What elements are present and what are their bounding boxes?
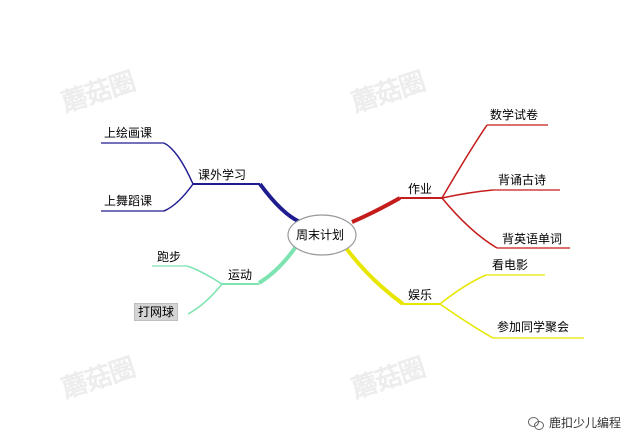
leaf-math: 数学试卷 (490, 108, 539, 122)
leaf-party: 参加同学聚会 (497, 320, 570, 334)
center-label: 周末计划 (296, 228, 345, 242)
leaf-english: 背英语单词 (502, 232, 563, 246)
wechat-icon (527, 416, 544, 430)
footer-brand: 鹿扣少儿编程 (527, 414, 621, 431)
connector-extracurricular-painting (163, 142, 194, 185)
connector-fun-party (439, 303, 494, 339)
connector-homework-math (441, 124, 488, 199)
branch-homework (351, 124, 570, 249)
connector-homework-center (351, 196, 401, 224)
connector-fun-center (344, 246, 405, 306)
branch-label-fun: 娱乐 (408, 288, 433, 302)
footer-text: 鹿扣少儿编程 (548, 416, 621, 430)
leaf-poem: 背诵古诗 (498, 173, 547, 187)
branch-label-sport: 运动 (228, 268, 253, 282)
connector-homework-poem (441, 189, 494, 199)
center-node (287, 214, 357, 256)
branch-fun (344, 246, 584, 339)
connector-extracurricular-dance (163, 183, 194, 212)
branch-label-extracurricular: 课外学习 (198, 168, 247, 182)
connector-sport-center (257, 243, 299, 285)
branch-sport (152, 243, 299, 315)
branch-extracurricular (101, 142, 301, 224)
connector-extracurricular-center (258, 182, 301, 224)
leaf-painting: 上绘画课 (104, 126, 153, 140)
leaf-running: 跑步 (157, 250, 182, 264)
leaf-dance: 上舞蹈课 (104, 194, 153, 208)
branch-label-homework: 作业 (408, 182, 433, 196)
connector-fun-movie (439, 274, 487, 305)
leaf-movie: 看电影 (492, 258, 529, 272)
connector-sport-running (186, 265, 223, 285)
connector-sport-tennis (187, 283, 223, 315)
connector-homework-english (441, 197, 498, 249)
leaf-tennis: 打网球 (134, 303, 179, 321)
